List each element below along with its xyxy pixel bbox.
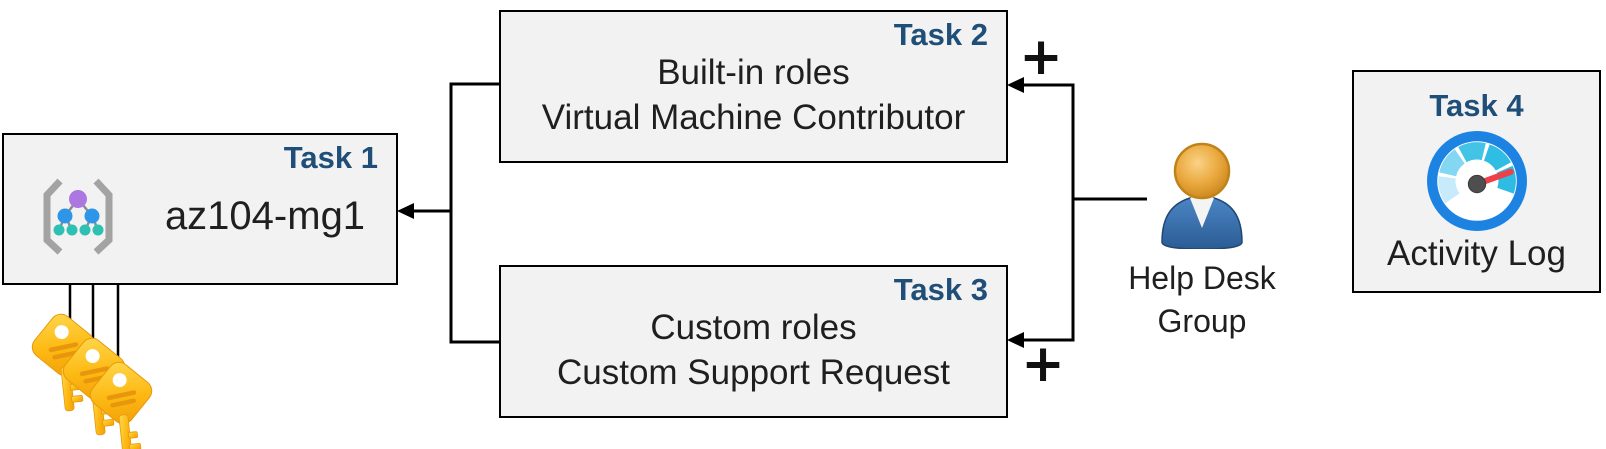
task3-line1: Custom roles [650, 307, 857, 347]
arrow-to-task3-head [1007, 332, 1024, 348]
help-desk-group: Help Desk Group [1102, 141, 1302, 343]
task4-content: Task 4 Activity Log [1354, 72, 1599, 291]
task3-content: Custom roles Custom Support Request [501, 267, 1006, 416]
task3-box: Task 3 Custom roles Custom Support Reque… [499, 265, 1008, 418]
right-elbow-connector [1022, 83, 1075, 342]
task4-caption: Activity Log [1387, 234, 1566, 273]
actor-caption-line2: Group [1157, 303, 1247, 339]
task3-line2: Custom Support Request [557, 352, 950, 392]
task2-content: Built-in roles Virtual Machine Contribut… [501, 12, 1006, 161]
task2-box: Task 2 Built-in roles Virtual Machine Co… [499, 10, 1008, 163]
task2-line1: Built-in roles [657, 52, 850, 92]
left-elbow-connector [449, 82, 499, 344]
task4-label: Task 4 [1429, 88, 1524, 123]
add-role-plus-bottom: + [1021, 334, 1065, 394]
activity-log-gauge-icon [1426, 131, 1527, 231]
arrow-to-task1-head [397, 203, 414, 219]
task4-box: Task 4 Activity Log [1352, 70, 1601, 293]
task2-label: Task 2 [893, 17, 988, 52]
actor-caption: Help Desk Group [1128, 257, 1276, 343]
key-stack-icon [23, 305, 164, 449]
person-icon [1161, 142, 1243, 249]
task3-label: Task 3 [893, 272, 988, 307]
management-group-icon [43, 178, 113, 255]
task1-box: Task 1 az104-mg1 [2, 133, 398, 285]
add-role-plus-top: + [1019, 27, 1063, 87]
management-group-name: az104-mg1 [164, 193, 366, 238]
arrow-to-task2-head [1007, 77, 1024, 93]
task2-line2: Virtual Machine Contributor [541, 97, 966, 137]
task1-content: az104-mg1 [4, 135, 396, 283]
actor-caption-line1: Help Desk [1128, 260, 1276, 296]
task1-label: Task 1 [283, 140, 378, 175]
